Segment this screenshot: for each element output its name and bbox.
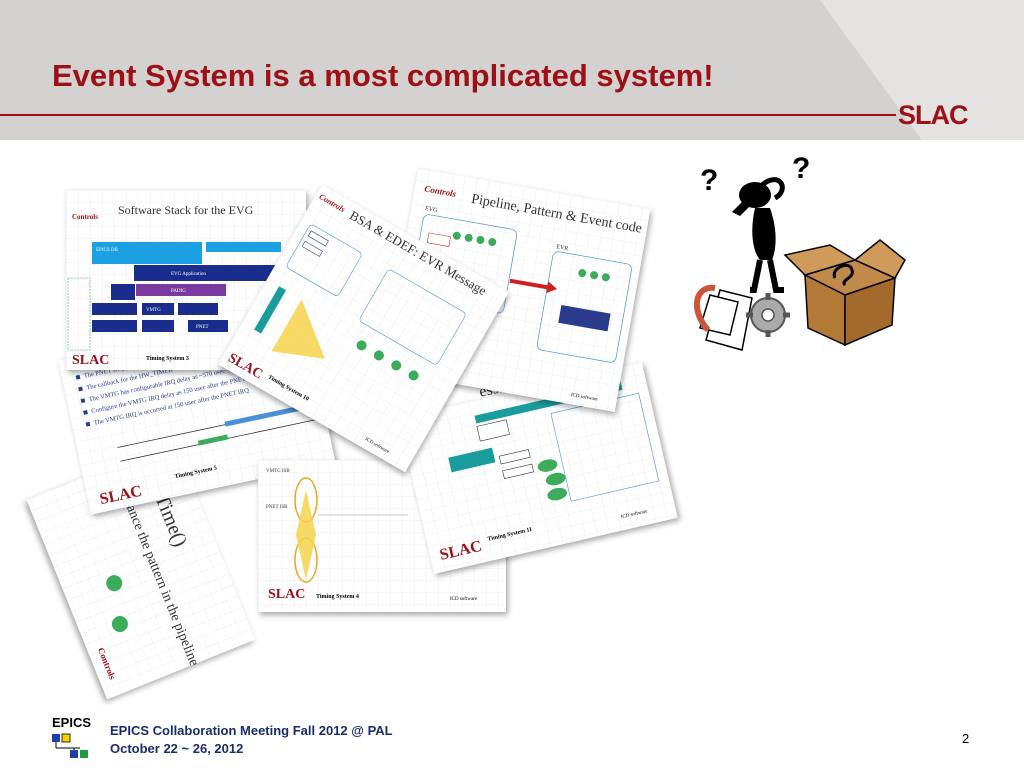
thumb-pipeline: Controls Pipeline, Pattern & Event code … xyxy=(382,168,651,412)
bsa-title: BSA & EDEF: EVR Message xyxy=(347,207,489,298)
processing-slac: SLAC xyxy=(438,538,483,564)
irq-num: Timing System 5 xyxy=(174,465,217,480)
footer-meeting: EPICS Collaboration Meeting Fall 2012 @ … xyxy=(110,723,393,738)
title-rule xyxy=(0,114,896,116)
footer-date: October 22 ~ 26, 2012 xyxy=(110,741,244,756)
evg-app-label: EVG Application xyxy=(171,272,206,277)
thumb-isr: VMTG ISR PNET ISR SLAC Timing System 4 I… xyxy=(258,460,506,612)
irq-bullet-2: The callback for the HW_TIMER xyxy=(86,366,174,391)
evg-pnet-label: PNET xyxy=(196,325,209,330)
evg-slac: SLAC xyxy=(72,353,109,368)
thumb-bsa: Controls BSA & EDEF: EVR Message SLAC Ti… xyxy=(218,183,510,473)
bsa-num: Timing System 10 xyxy=(267,374,310,402)
isr-num: Timing System 4 xyxy=(316,594,359,600)
irq-slac: SLAC xyxy=(98,483,143,509)
pipeline-evr: EVR xyxy=(556,244,569,252)
irq-bullet-1: The PNET IRQ is the xyxy=(83,361,140,380)
epics-logo xyxy=(50,716,100,760)
processing-icd: ICD software xyxy=(621,509,649,520)
epics-logo-icon xyxy=(52,733,88,758)
evg-db-label: EPICS DB xyxy=(96,248,118,253)
slac-logo: SLAC xyxy=(898,100,968,130)
evg-title: Software Stack for the EVG xyxy=(118,203,254,217)
header-band xyxy=(0,0,1024,140)
thumb-evrtime-text: evrTime() xyxy=(141,467,192,550)
pipeline-title: Pipeline, Pattern & Event code xyxy=(470,192,643,237)
pipeline-controls: Controls xyxy=(424,184,458,199)
isr-label-2: PNET ISR xyxy=(266,505,288,510)
bsa-icd: ICD software xyxy=(364,437,391,455)
pipeline-evg: EVG xyxy=(424,206,438,214)
evg-vmtg-label: VMTG xyxy=(146,308,161,313)
irq-bullet-5: The VMTG IRQ is occurred at 150 usec aft… xyxy=(93,387,250,427)
thumb-evrtime-controls: Controls xyxy=(96,646,118,681)
pipeline-icd: ICD software xyxy=(570,393,598,403)
isr-icd: ICD software xyxy=(450,597,478,602)
isr-slac: SLAC xyxy=(268,587,305,602)
svg-text:?: ? xyxy=(700,164,718,197)
footer-epics-label: EPICS xyxy=(52,715,92,730)
evg-padig-label: PADIG xyxy=(171,289,186,294)
svg-text:?: ? xyxy=(792,152,810,185)
irq-bullet-3: The VMTG has configurable IRQ delay as ~… xyxy=(88,368,226,404)
page-number: 2 xyxy=(962,731,970,746)
processing-title: essing I xyxy=(477,373,529,401)
processing-num: Timing System 11 xyxy=(487,527,533,543)
thumb-irq: The PNET IRQ is the The callback for the… xyxy=(58,308,336,515)
bsa-slac: SLAC xyxy=(225,351,265,383)
evg-controls: Controls xyxy=(72,213,98,221)
clipart-svg: ? ? xyxy=(693,152,906,351)
thumb-processing: essing I SLAC Timing System 11 ICD softw… xyxy=(398,361,678,574)
thumb-evrtime-text2: Advance the pattern in the pipeline xyxy=(114,481,201,669)
irq-bullet-4: Configure the VMTG IRQ delay as 150 usec… xyxy=(91,373,259,415)
bsa-controls: Controls xyxy=(317,192,346,214)
isr-label-1: VMTG ISR xyxy=(266,469,290,474)
thumb-evg-stack: Controls Software Stack for the EVG EPIC… xyxy=(66,190,306,370)
evg-num: Timing System 3 xyxy=(146,356,189,362)
thumb-evrtime: evrTime() Advance the pattern in the pip… xyxy=(26,440,256,700)
confused-figure-clipart: ? ? xyxy=(680,150,910,360)
slide-title: Event System is a most complicated syste… xyxy=(52,58,714,93)
